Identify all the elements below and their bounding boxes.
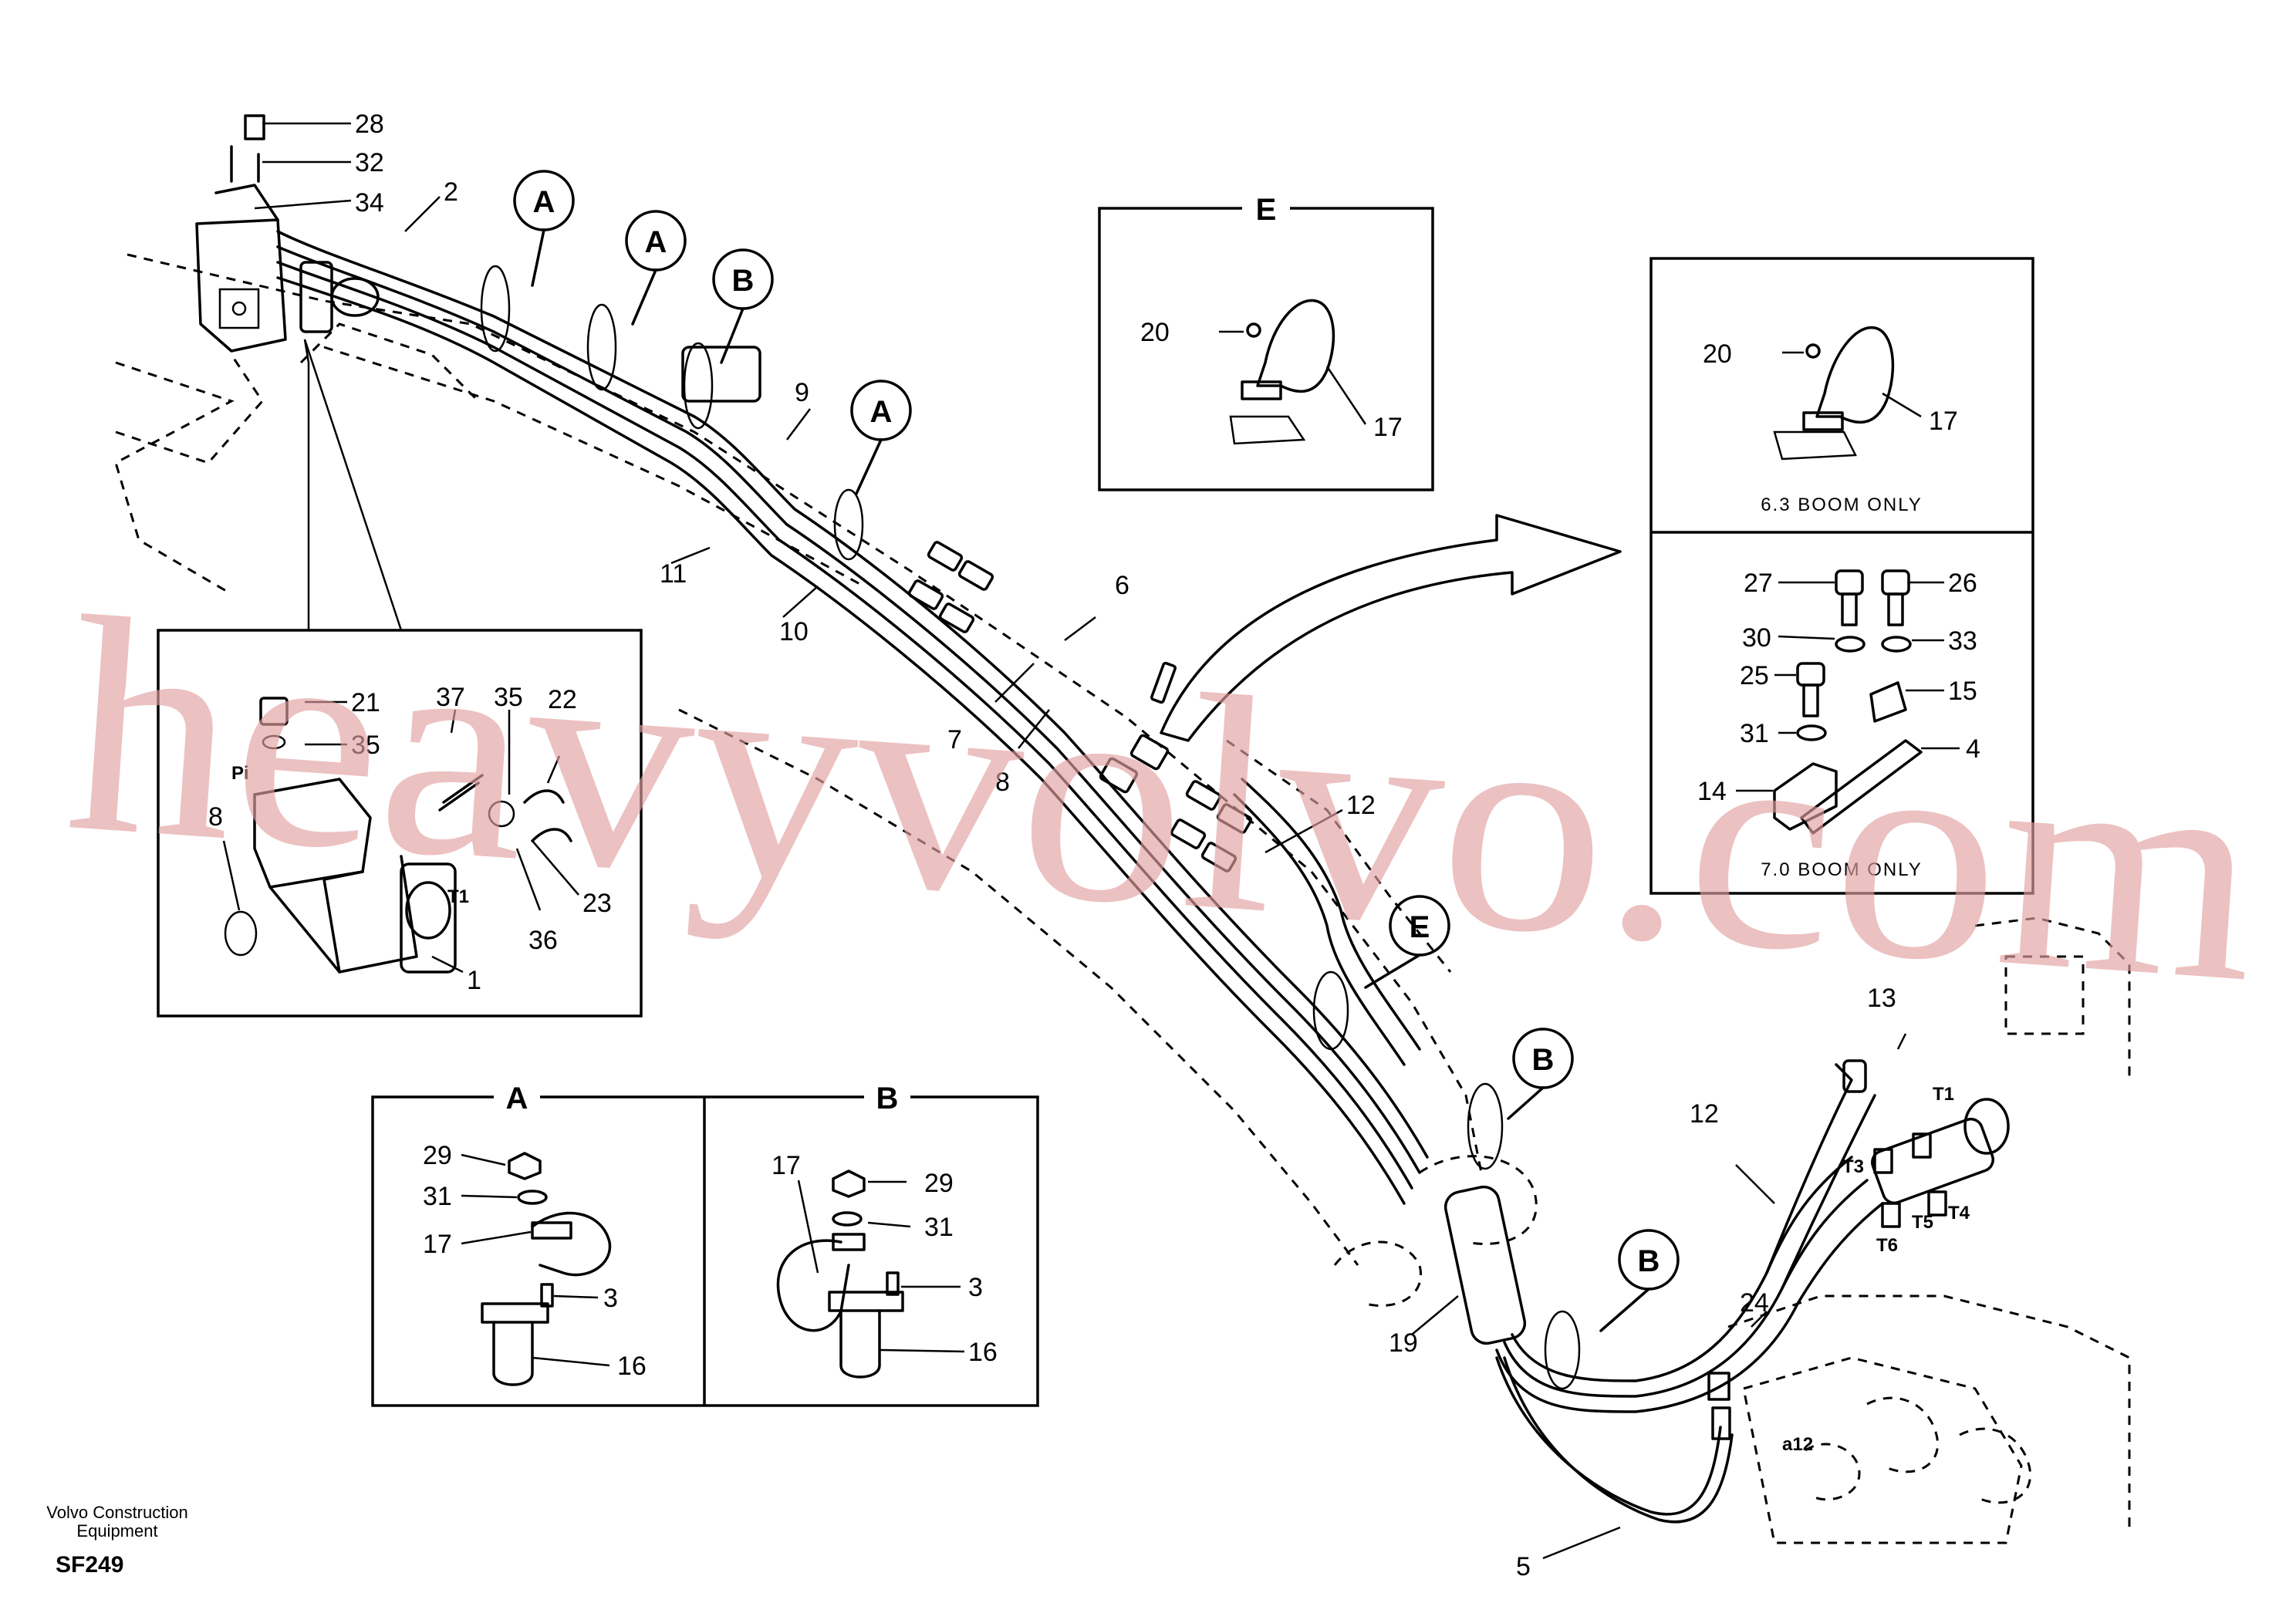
detail-callout-35b: 35: [494, 683, 523, 712]
callout-19: 19: [1389, 1328, 1418, 1358]
detail-callout-8: 8: [208, 802, 223, 832]
callout-10: 10: [779, 617, 809, 646]
g-callout-33: 33: [1948, 626, 1977, 656]
port-t3: T3: [1842, 1156, 1864, 1177]
view-labels: A A B A E B B: [513, 170, 1680, 1332]
port-t1: T1: [1933, 1084, 1954, 1105]
caption-boom-63: 6.3 BOOM ONLY: [1761, 494, 1923, 515]
detail-callout-22: 22: [548, 685, 577, 714]
a-callout-16: 16: [617, 1352, 647, 1381]
valve-block: [195, 114, 761, 403]
detail-callout-37: 37: [436, 683, 465, 712]
footer-company-line1: Volvo Construction: [46, 1503, 187, 1522]
view-ab-inset: A B 29 31 17 3 16 17 29 31 3 16: [371, 1080, 1039, 1407]
hose-sleeve: [1443, 1185, 1527, 1345]
a-callout-3: 3: [603, 1284, 618, 1313]
watermark-text: heavyvolvo.com: [59, 552, 2268, 1047]
caption-boom-70: 7.0 BOOM ONLY: [1761, 859, 1923, 880]
detail-port-pi: Pi: [231, 763, 249, 784]
e-callout-17: 17: [1373, 413, 1403, 442]
view-b-title: B: [876, 1082, 899, 1115]
callout-8: 8: [995, 768, 1010, 797]
view-a-label-1: A: [533, 185, 555, 219]
callout-13: 13: [1867, 984, 1896, 1013]
a-callout-17: 17: [423, 1230, 452, 1259]
g-callout-14: 14: [1697, 777, 1727, 806]
b-callout-31: 31: [924, 1213, 954, 1242]
main-callouts: 28 32 34 2 9 11 10 6 7 8 12 19 5 24 13 1…: [254, 110, 1970, 1581]
callout-12b: 12: [1690, 1099, 1719, 1129]
view-b-label-2: B: [1532, 1043, 1555, 1077]
g-callout-26: 26: [1948, 569, 1977, 598]
callout-2: 2: [444, 177, 458, 207]
port-t5: T5: [1912, 1212, 1933, 1233]
view-a-label-3: A: [870, 395, 893, 429]
callout-11: 11: [660, 559, 687, 589]
b-callout-29: 29: [924, 1169, 954, 1198]
detail-callout-21: 21: [351, 688, 380, 717]
callout-6: 6: [1115, 571, 1129, 600]
footer: Volvo Construction Equipment SF249: [46, 1503, 187, 1578]
b-callout-17: 17: [772, 1151, 801, 1180]
detail-callout-36: 36: [528, 926, 558, 955]
detail-arrow: [1160, 514, 1622, 742]
callout-9: 9: [795, 378, 809, 407]
callout-32: 32: [355, 148, 384, 177]
g-callout-31: 31: [1740, 719, 1769, 748]
e-callout-20: 20: [1140, 318, 1170, 347]
control-valve: [1707, 1059, 2010, 1440]
view-a-title: A: [506, 1082, 528, 1115]
port-t6: T6: [1876, 1235, 1898, 1256]
f-callout-17: 17: [1929, 407, 1958, 436]
callout-34: 34: [355, 188, 384, 218]
a-callout-31: 31: [423, 1182, 452, 1211]
detail-callout-35: 35: [351, 731, 380, 760]
callout-7: 7: [947, 725, 962, 754]
view-a-label-2: A: [645, 225, 667, 259]
b-callout-3: 3: [968, 1273, 983, 1302]
view-e-label: E: [1410, 910, 1430, 944]
footer-company-line2: Equipment: [76, 1521, 157, 1541]
detail-port-t1: T1: [447, 886, 469, 907]
g-callout-4: 4: [1966, 734, 1980, 764]
view-e-inset: E 20 17: [1098, 193, 1434, 491]
view-e-title: E: [1256, 193, 1277, 227]
view-b-label-1: B: [732, 264, 755, 298]
g-callout-27: 27: [1744, 569, 1773, 598]
g-callout-30: 30: [1742, 623, 1771, 653]
valve-detail-inset: 21 35 37 35 22 8 23 36 1 Pi T1: [157, 339, 643, 1018]
callout-12: 12: [1346, 791, 1376, 820]
port-t4: T4: [1948, 1203, 1970, 1223]
callout-5: 5: [1516, 1552, 1531, 1581]
boom-outline: [114, 253, 2131, 1544]
a-callout-29: 29: [423, 1141, 452, 1170]
b-callout-16: 16: [968, 1338, 998, 1367]
view-b-label-3: B: [1638, 1244, 1660, 1278]
callout-24: 24: [1740, 1288, 1769, 1318]
g-callout-15: 15: [1948, 677, 1977, 706]
detail-callout-1: 1: [467, 966, 481, 995]
f-callout-20: 20: [1703, 339, 1732, 369]
boom-variant-inset: 20 17 6.3 BOOM ONLY 27 26 30 33 25 15 31…: [1649, 257, 2034, 895]
callout-28: 28: [355, 110, 384, 139]
drawing-code: SF249: [56, 1552, 123, 1578]
detail-callout-23: 23: [582, 889, 612, 918]
port-a12: a12: [1782, 1434, 1813, 1455]
g-callout-25: 25: [1740, 661, 1769, 690]
hose-bundle: [276, 230, 1884, 1524]
